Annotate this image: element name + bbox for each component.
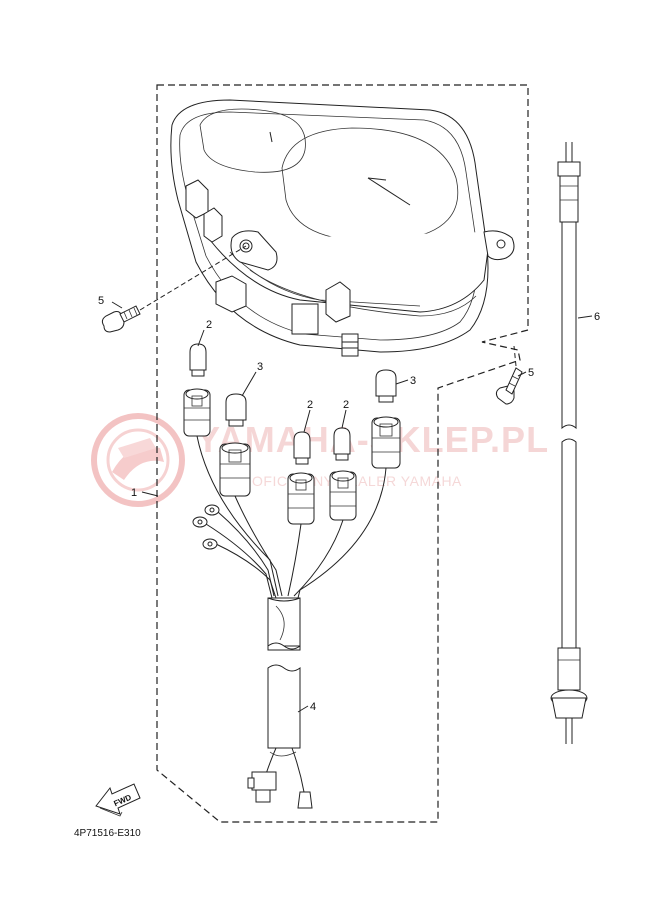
wires	[196, 435, 387, 599]
screw-right	[495, 345, 523, 405]
watermark: YAMAHA-SKLEP.PL OFICJALNY DEALER YAMAHA	[91, 413, 548, 507]
bulb-2c	[333, 427, 351, 461]
assembly-boundary	[156, 84, 529, 823]
bulb-3a	[225, 393, 247, 427]
ring-terminals	[192, 504, 220, 550]
bulb-3b	[375, 369, 397, 403]
part-label-3a: 3	[257, 361, 263, 373]
socket-e	[371, 416, 401, 469]
screw-left	[101, 245, 247, 333]
socket-c	[287, 472, 315, 525]
socket-b	[219, 442, 251, 497]
socket-d	[329, 470, 357, 521]
part-label-6: 6	[594, 311, 600, 323]
part-label-5a: 5	[98, 295, 104, 307]
socket-a	[183, 388, 211, 437]
harness-connector	[247, 747, 313, 809]
part-label-2b: 2	[307, 399, 313, 411]
bulb-2a	[189, 343, 207, 377]
diagram-code: 4P71516-E310	[74, 828, 141, 839]
yamaha-logo-icon	[91, 413, 185, 507]
part-label-1: 1	[131, 487, 137, 499]
part-label-4: 4	[310, 701, 316, 713]
part-label-3b: 3	[410, 375, 416, 387]
fwd-arrow-icon: FWD	[95, 783, 141, 817]
meter-housing	[170, 99, 515, 357]
callouts: 2 3 2 2 3 1 4 5 5 6	[98, 295, 600, 713]
part-label-5b: 5	[528, 367, 534, 379]
part-label-2c: 2	[343, 399, 349, 411]
wire-harness	[267, 597, 301, 757]
speedometer-cable	[550, 142, 588, 744]
watermark-sub-text: OFICJALNY DEALER YAMAHA	[252, 473, 462, 489]
part-label-2a: 2	[206, 319, 212, 331]
bulb-2b	[293, 431, 311, 465]
